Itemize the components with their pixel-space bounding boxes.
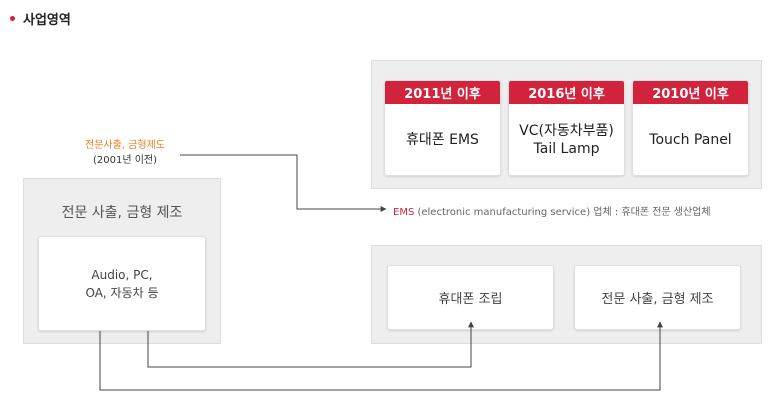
timeline-content: 휴대폰 EMS [406,104,479,175]
left-card-line1: Audio, PC, [91,267,153,282]
timeline-year-badge: 2011년 이후 [385,81,500,104]
ems-note: EMS (electronic manufacturing service) 업… [393,203,711,218]
bullet-dot [10,16,15,21]
phone-assembly-label: 휴대폰 조립 [438,292,503,307]
left-panel-card: Audio, PC, OA, 자동차 등 [38,236,206,331]
left-card-line2: OA, 자동차 등 [85,285,159,300]
left-card-to-assembly-arrow [147,321,474,368]
timeline-year-badge: 2016년 이후 [509,81,624,104]
timeline-content: Touch Panel [649,104,731,175]
section-title: 사업영역 [10,9,71,28]
timeline-content-line1: 휴대폰 EMS [406,131,479,148]
phone-assembly-card: 휴대폰 조립 [387,265,554,330]
legacy-label-title: 전문사출, 금형제도 [85,140,165,151]
timeline-content-line2: Tail Lamp [533,140,600,157]
section-title-text: 사업영역 [23,13,71,28]
timeline-content-line1: VC(자동차부품) [519,122,614,139]
timeline-content-line1: Touch Panel [649,131,732,148]
timeline-card-vc: 2016년 이후 VC(자동차부품) Tail Lamp [508,80,625,176]
left-panel-title: 전문 사출, 금형 제조 [61,205,183,221]
left-card-to-mold-arrow [99,321,663,391]
timeline-card-ems: 2011년 이후 휴대폰 EMS [384,80,501,176]
ems-note-text: (electronic manufacturing service) 업체 : … [414,207,711,218]
legacy-label: 전문사출, 금형제도 (2001년 이전) [70,138,180,168]
timeline-year-badge: 2010년 이후 [633,81,748,104]
timeline-card-touch: 2010년 이후 Touch Panel [632,80,749,176]
timeline-content: VC(자동차부품) Tail Lamp [519,104,614,175]
ems-note-abbr: EMS [393,207,415,218]
injection-mold-label: 전문 사출, 금형 제조 [601,292,714,307]
injection-mold-card: 전문 사출, 금형 제조 [574,265,741,330]
legacy-to-ems-arrow [180,154,387,212]
legacy-label-period: (2001년 이전) [92,155,158,166]
